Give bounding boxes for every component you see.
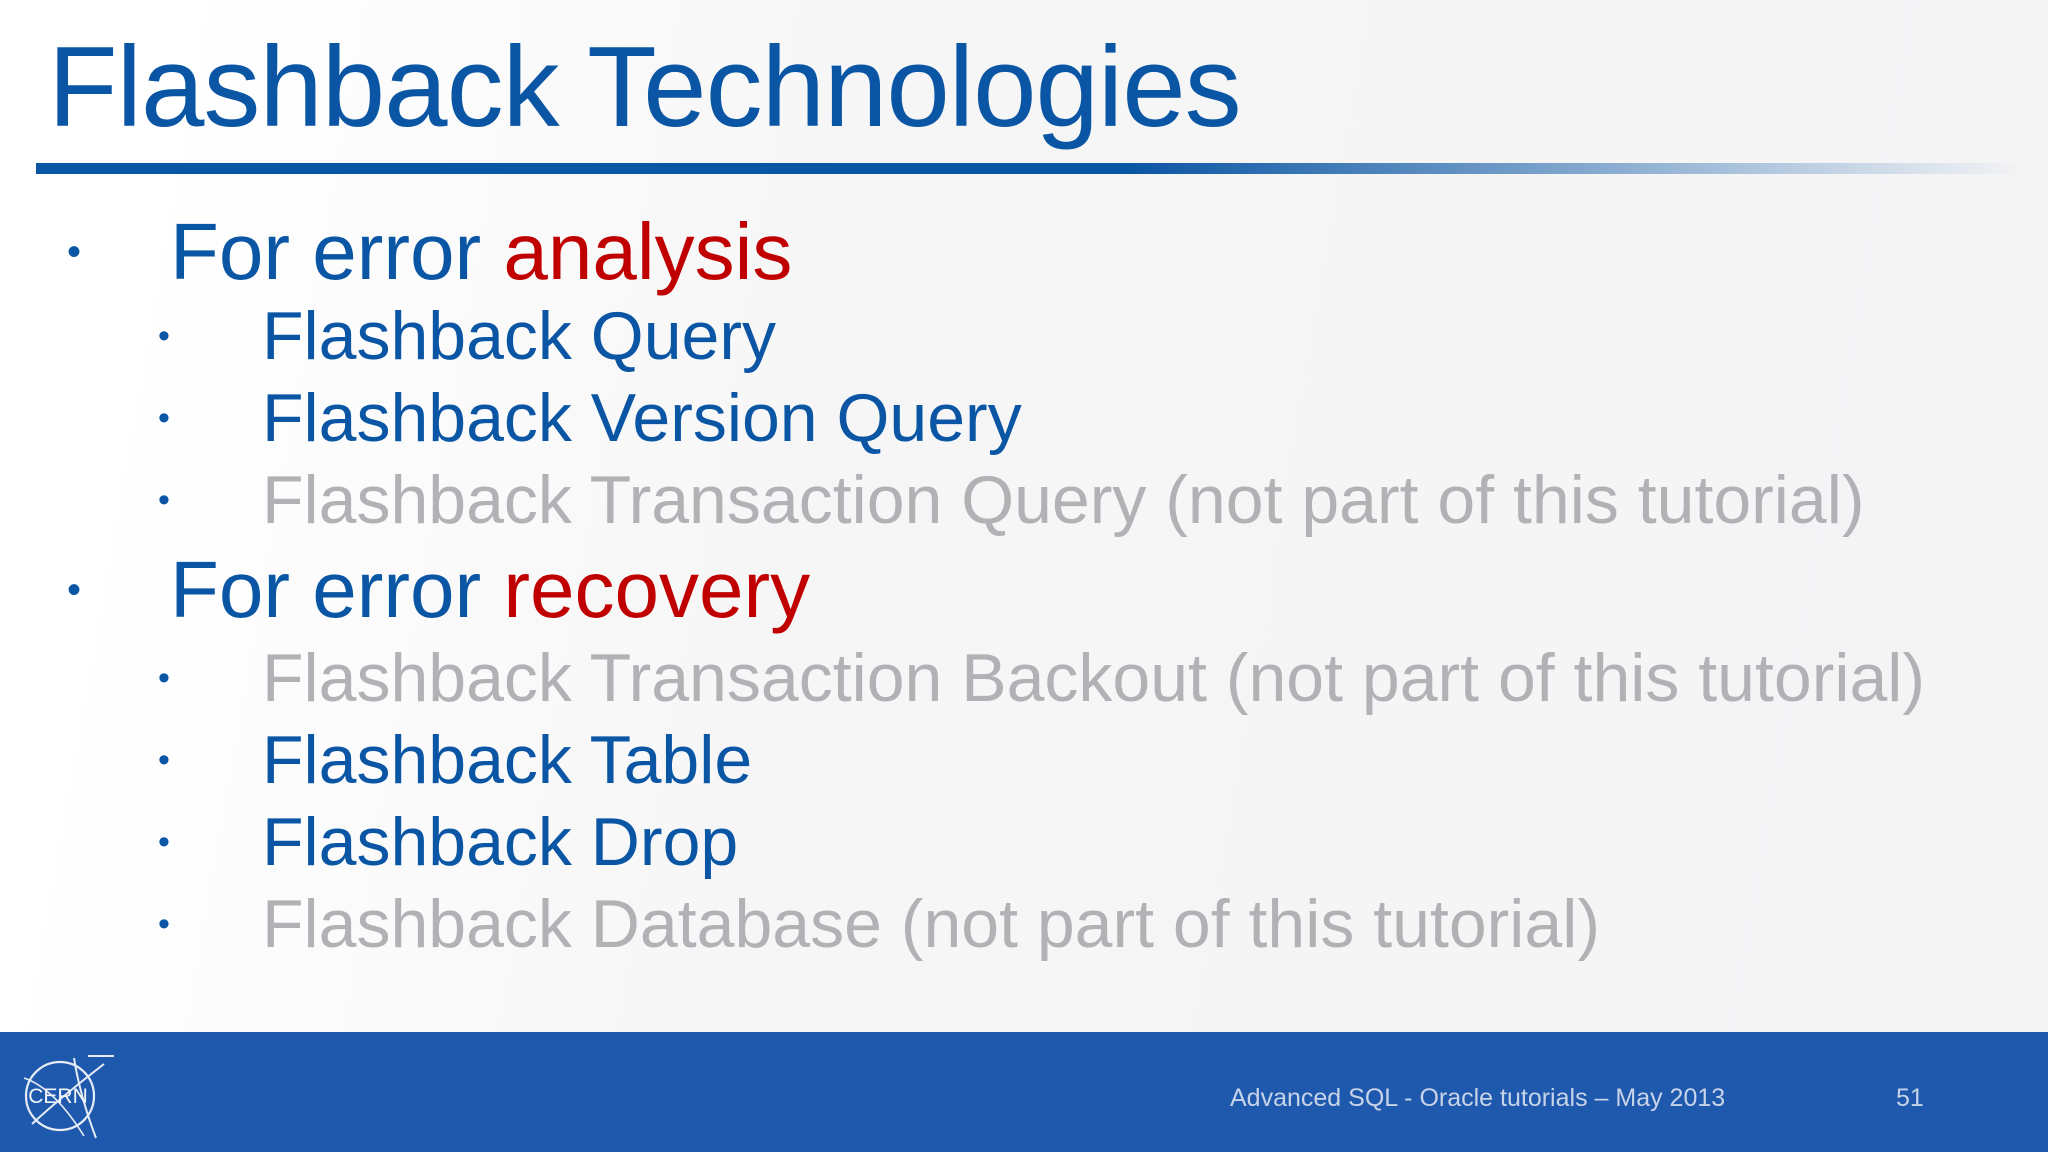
bullet-dot: • (67, 568, 82, 612)
bullet-dot: • (158, 481, 170, 519)
bullet-prefix: For error (170, 545, 504, 634)
subitem-text: Flashback Transaction Backout (not part … (262, 640, 1926, 716)
subitem-flashback-drop: • Flashback Drop (158, 808, 738, 876)
subitem-flashback-transaction-backout: • Flashback Transaction Backout (not par… (158, 644, 1925, 712)
subitem-text: Flashback Drop (262, 804, 739, 880)
footer-caption: Advanced SQL - Oracle tutorials – May 20… (1230, 1084, 1726, 1112)
subitem-text: Flashback Query (262, 298, 776, 374)
title-underline (36, 163, 2026, 174)
bullet-error-recovery: • For error recovery (67, 550, 810, 630)
bullet-list: • For error analysis • Flashback Query •… (67, 212, 1925, 959)
subitem-flashback-query: • Flashback Query (158, 302, 776, 370)
subitem-flashback-database: • Flashback Database (not part of this t… (158, 890, 1600, 958)
bullet-dot: • (158, 317, 170, 355)
cern-logo-text: CERN (28, 1085, 88, 1108)
subitem-text: Flashback Version Query (262, 380, 1022, 456)
subitem-text: Flashback Transaction Query (not part of… (262, 462, 1865, 538)
subitem-text: Flashback Database (not part of this tut… (262, 886, 1600, 962)
subitem-flashback-version-query: • Flashback Version Query (158, 384, 1022, 452)
bullet-dot: • (158, 741, 170, 779)
page-number: 51 (1896, 1084, 1924, 1112)
footer-bar: CERN Advanced SQL - Oracle tutorials – M… (0, 1032, 2048, 1152)
subitem-text: Flashback Table (262, 722, 753, 798)
subitem-flashback-table: • Flashback Table (158, 726, 752, 794)
bullet-prefix: For error (170, 207, 504, 296)
subitem-flashback-transaction-query: • Flashback Transaction Query (not part … (158, 466, 1864, 534)
bullet-highlight: analysis (503, 207, 793, 296)
bullet-dot: • (158, 905, 170, 943)
bullet-dot: • (158, 399, 170, 437)
bullet-dot: • (158, 823, 170, 861)
bullet-error-analysis: • For error analysis (67, 212, 792, 292)
slide-title: Flashback Technologies (48, 24, 1242, 151)
cern-logo: CERN (23, 1055, 114, 1139)
bullet-highlight: recovery (503, 545, 811, 634)
bullet-dot: • (158, 659, 170, 697)
bullet-dot: • (67, 230, 82, 274)
